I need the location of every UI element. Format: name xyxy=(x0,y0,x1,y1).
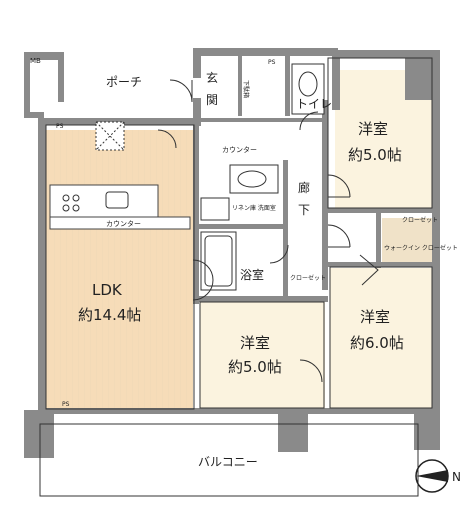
bathtub xyxy=(200,231,237,291)
room3-floor xyxy=(200,298,325,410)
toilet-fixture xyxy=(291,63,325,115)
room1-name: 洋室 xyxy=(358,120,388,138)
genkan-floor xyxy=(198,60,238,115)
toilet-label: トイレ xyxy=(296,97,332,111)
room2-name: 洋室 xyxy=(360,308,390,326)
wic-floor xyxy=(382,218,432,266)
ldk-hatch xyxy=(45,130,193,410)
washroom-label: リネン庫 洗面室 xyxy=(232,204,276,212)
north-label: N xyxy=(452,470,461,484)
mb-label: MB xyxy=(30,57,41,65)
shoe-closet-label: 下駄箱 xyxy=(242,80,250,98)
room2-floor xyxy=(330,268,435,410)
closet-label-room1: クローゼット xyxy=(402,216,438,224)
kitchen xyxy=(49,184,191,230)
ldk-size: 約14.4帖 xyxy=(78,306,141,324)
genkan-label-2: 関 xyxy=(206,93,218,107)
closet-label-hall: クローゼット xyxy=(290,274,326,282)
genkan-label-1: 玄 xyxy=(206,70,218,85)
washbasin xyxy=(200,164,279,221)
ldk-name: LDK xyxy=(92,281,123,299)
wic-label: ウォークイン クローゼット xyxy=(384,244,458,252)
room1-size: 約5.0帖 xyxy=(348,146,402,164)
hall-label-2: 下 xyxy=(298,203,310,217)
doors xyxy=(157,79,379,383)
ps-label-left: PS xyxy=(56,123,64,130)
hall-counter-label: カウンター xyxy=(222,145,257,154)
ps-label-top: PS xyxy=(268,59,276,66)
room3-name: 洋室 xyxy=(240,334,270,352)
ps-label-bottom: PS xyxy=(62,401,70,408)
room2-size: 約6.0帖 xyxy=(350,334,404,352)
balcony-label: バルコニー xyxy=(198,455,258,469)
entrance-marker xyxy=(95,121,125,151)
north-compass xyxy=(415,459,449,493)
bath-label: 浴室 xyxy=(240,267,264,282)
kitchen-counter-label: カウンター xyxy=(106,219,141,228)
balcony xyxy=(39,423,419,497)
hall-label-1: 廊 xyxy=(298,180,310,195)
room3-size: 約5.0帖 xyxy=(228,358,282,376)
porch-label: ポーチ xyxy=(106,75,142,89)
